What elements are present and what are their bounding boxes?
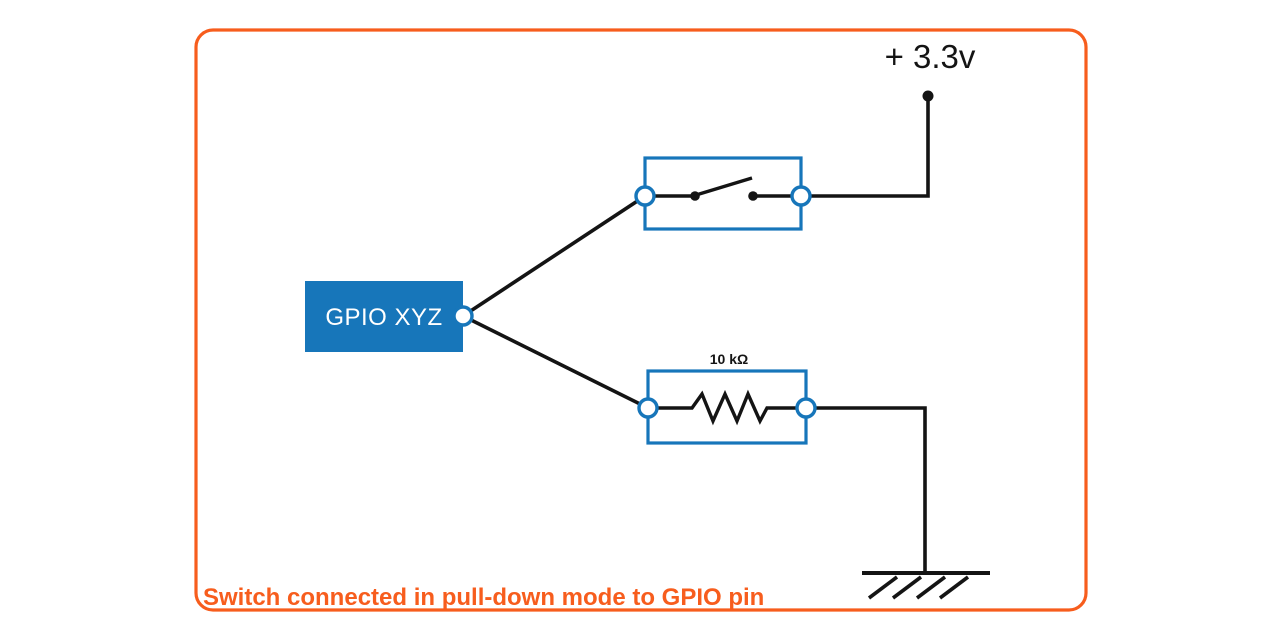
gpio-box (305, 281, 463, 352)
switch-box (643, 156, 803, 231)
ground-hatch-2 (891, 575, 923, 600)
gpio-component: GPIO XYZ (305, 281, 474, 352)
switch-terminal-left (634, 185, 656, 207)
wires (462, 96, 930, 573)
wire-switch-to-power (801, 96, 930, 198)
wire-resistor-to-ground (806, 406, 927, 573)
switch-contact-dot-left (690, 191, 700, 201)
resistor-terminal-right (795, 397, 817, 419)
resistor-component: 10 kΩ (637, 351, 817, 445)
gpio-terminal (452, 305, 474, 327)
resistor-zigzag (648, 389, 806, 426)
wire-gpio-to-switch (462, 194, 646, 318)
switch-contact-dot-right (748, 191, 758, 201)
switch-lever-open (695, 176, 753, 197)
switch-terminal-right (790, 185, 812, 207)
ground-hatch-3 (915, 575, 947, 600)
gpio-label: GPIO XYZ (325, 304, 442, 331)
wire-gpio-to-resistor (462, 314, 649, 410)
resistor-terminal-left (637, 397, 659, 419)
switch-component (634, 156, 812, 231)
resistor-value-label: 10 kΩ (710, 351, 748, 367)
ground-hatch-1 (867, 575, 899, 600)
power-label: + 3.3v (885, 38, 976, 75)
ground-symbol (862, 571, 990, 600)
ground-hatch-4 (938, 575, 970, 600)
power-node-dot (922, 90, 934, 102)
diagram-caption: Switch connected in pull-down mode to GP… (203, 584, 764, 611)
frame-border (194, 28, 1088, 612)
